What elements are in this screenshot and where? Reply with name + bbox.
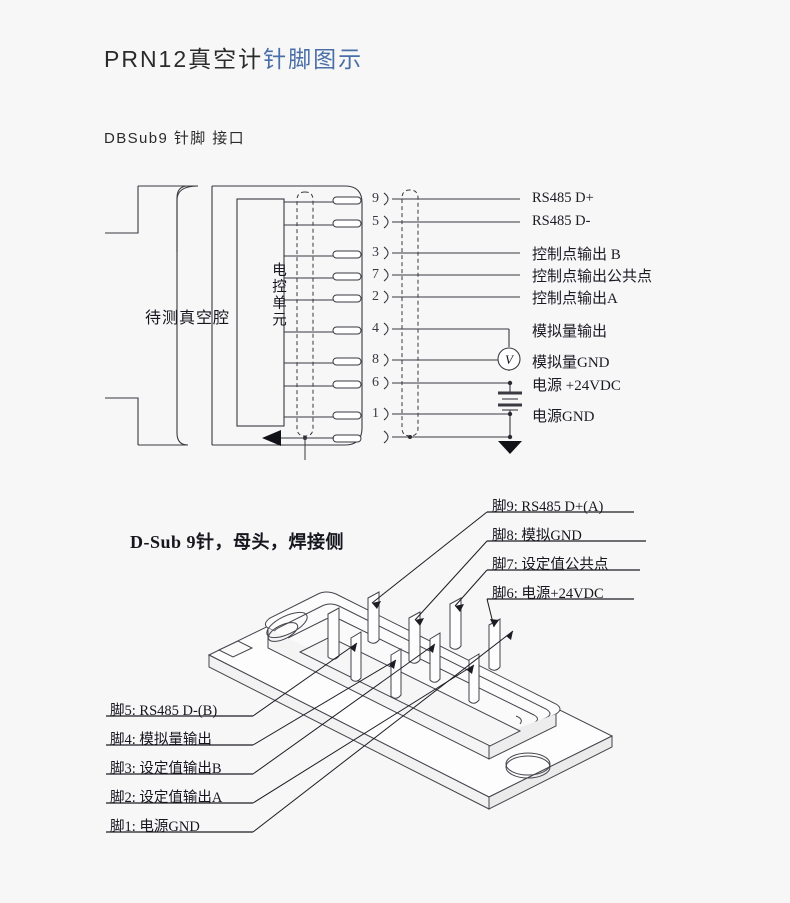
pin-number-4: 4 (372, 321, 379, 336)
pin-label-4: 模拟量输出 (532, 324, 608, 340)
callout-pin5: 脚5: RS485 D-(B) (110, 703, 218, 719)
chamber-label: 待测真空腔 (145, 310, 231, 327)
pin-number-9: 9 (372, 191, 379, 206)
page-title-suffix: 针脚图示 (263, 46, 364, 72)
callout-pin2: 脚2: 设定值输出A (110, 790, 223, 806)
connector-caption: D-Sub 9针，母头，焊接侧 (130, 532, 345, 552)
control-unit-label: 电控单元 (270, 262, 286, 328)
pin-number-3: 3 (372, 245, 379, 260)
callout-pin4: 脚4: 模拟量输出 (110, 732, 212, 748)
pin-label-6: 电源 +24VDC (532, 378, 621, 394)
callout-pin3: 脚3: 设定值输出B (110, 761, 222, 777)
pin-label-7: 控制点输出公共点 (532, 269, 653, 285)
pin-label-3: 控制点输出 B (532, 247, 621, 263)
pin-number-6: 6 (372, 375, 379, 390)
pin-number-1: 1 (372, 406, 379, 421)
pin-label-1: 电源GND (532, 409, 595, 425)
pin-label-2: 控制点输出A (532, 291, 618, 307)
voltmeter-symbol: V (505, 352, 513, 367)
callout-pin6: 脚6: 电源+24VDC (492, 586, 604, 602)
page-title-model: PRN12真空计 (104, 46, 264, 72)
pin-label-5: RS485 D- (532, 213, 591, 229)
callout-pin1: 脚1: 电源GND (110, 819, 200, 835)
callout-pin9: 脚9: RS485 D+(A) (492, 499, 604, 515)
pin-number-8: 8 (372, 352, 379, 367)
pin-number-5: 5 (372, 214, 379, 229)
callout-pin7: 脚7: 设定值公共点 (492, 557, 609, 573)
page-title: PRN12真空计针脚图示 (104, 40, 363, 74)
pin-label-8: 模拟量GND (532, 355, 610, 371)
section-heading: DBSub9 针脚 接口 (104, 130, 246, 147)
pin-label-9: RS485 D+ (532, 190, 594, 206)
callout-pin8: 脚8: 模拟GND (492, 528, 582, 544)
pin-number-7: 7 (372, 267, 379, 282)
pin-number-2: 2 (372, 289, 379, 304)
